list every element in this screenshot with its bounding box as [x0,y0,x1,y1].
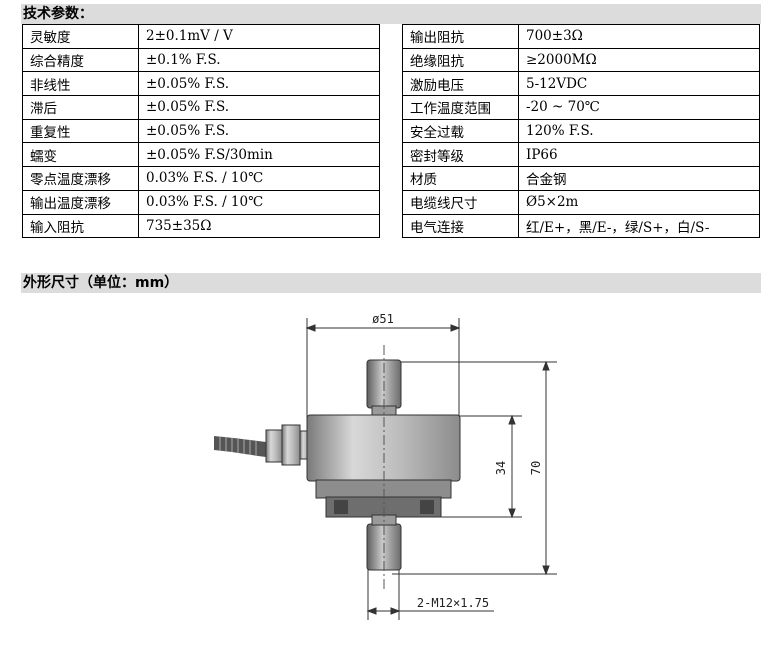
table-row: 工作温度范围-20 ~ 70℃ [402,95,760,120]
height-total-label: 70 [529,461,543,475]
diameter-label: ø51 [372,312,394,326]
spec-value: 5-12VDC [518,71,760,97]
spec-label: 电缆线尺寸 [402,189,519,215]
spec-value: 735±35Ω [138,213,380,239]
spec-label: 输出阻抗 [402,24,519,49]
cable-icon [214,424,311,466]
spec-label: 材质 [402,166,519,191]
dimensions-section-title: 外形尺寸（单位：mm） [21,273,761,293]
spec-value: 红/E+，黑/E-，绿/S+，白/S- [518,213,760,239]
table-row: 材质合金钢 [402,166,760,191]
spec-label: 激励电压 [402,71,519,97]
table-row: 综合精度±0.1% F.S. [22,47,380,73]
spec-label: 滞后 [22,95,139,120]
spec-value: ±0.05% F.S. [138,95,380,120]
table-row: 绝缘阻抗≥2000MΩ [402,47,760,73]
spec-value: ±0.05% F.S. [138,118,380,144]
spec-label: 输入阻抗 [22,213,139,239]
spec-value: 合金钢 [518,166,760,191]
spec-label: 非线性 [22,71,139,97]
spec-value: 2±0.1mV / V [138,24,380,49]
thread-spec-label: 2-M12×1.75 [417,596,489,610]
table-row: 重复性±0.05% F.S. [22,118,380,144]
table-row: 蠕变±0.05% F.S/30min [22,142,380,168]
spec-value: ±0.1% F.S. [138,47,380,73]
height-inner-label: 34 [494,461,508,475]
spec-value: 0.03% F.S. / 10℃ [138,166,380,191]
table-row: 滞后±0.05% F.S. [22,95,380,120]
spec-label: 安全过载 [402,118,519,144]
spec-label: 电气连接 [402,213,519,239]
spec-label: 重复性 [22,118,139,144]
spec-label: 零点温度漂移 [22,166,139,191]
specs-section-title: 技术参数： [21,4,761,24]
spec-label: 工作温度范围 [402,95,519,120]
spec-value: 0.03% F.S. / 10℃ [138,189,380,215]
spec-value: -20 ~ 70℃ [518,95,760,120]
spec-label: 蠕变 [22,142,139,168]
spec-value: ±0.05% F.S/30min [138,142,380,168]
spec-label: 绝缘阻抗 [402,47,519,73]
spec-value: 120% F.S. [518,118,760,144]
table-row: 电气连接红/E+，黑/E-，绿/S+，白/S- [402,213,760,239]
load-cell-drawing: ø51 34 70 2-M12×1.75 [214,312,557,620]
spec-value: ±0.05% F.S. [138,71,380,97]
spec-label: 综合精度 [22,47,139,73]
spec-label: 输出温度漂移 [22,189,139,215]
spec-value: 700±3Ω [518,24,760,49]
spec-value: Ø5×2m [518,189,760,215]
spec-label: 灵敏度 [22,24,139,49]
spec-value: ≥2000MΩ [518,47,760,73]
dimension-lines [305,318,557,620]
spec-label: 密封等级 [402,142,519,168]
spec-value: IP66 [518,142,760,168]
table-row: 非线性±0.05% F.S. [22,71,380,97]
